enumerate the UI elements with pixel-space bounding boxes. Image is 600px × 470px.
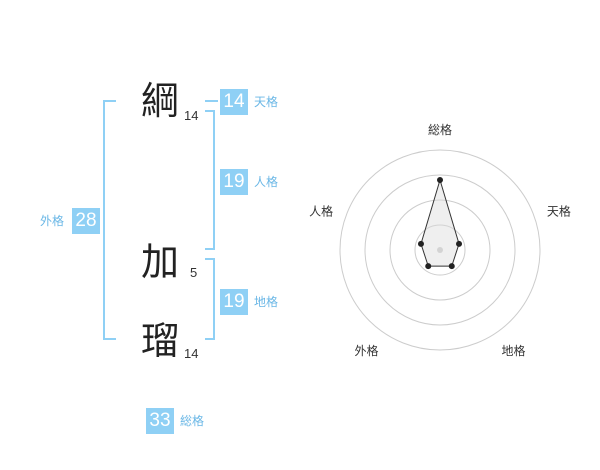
radar-ring-4 xyxy=(339,149,541,351)
radar-label-3: 地格 xyxy=(501,343,525,358)
radar-area xyxy=(420,178,460,267)
jinkaku-badge: 19 xyxy=(220,169,248,195)
radar-point-1 xyxy=(437,177,443,183)
tenkaku-badge: 14 xyxy=(220,89,248,115)
jinkaku-label: 人格 xyxy=(254,175,279,189)
chikaku-bracket xyxy=(205,258,215,340)
radar-label-2: 天格 xyxy=(547,203,571,218)
stroke-count-1: 14 xyxy=(184,108,199,123)
soukaku-badge: 33 xyxy=(146,408,174,434)
radar-ring-1 xyxy=(414,224,466,276)
radar-label-5: 人格 xyxy=(309,203,333,218)
radar-ring-2 xyxy=(389,199,491,301)
radar-label-4: 外格 xyxy=(355,343,379,358)
stroke-count-3: 14 xyxy=(184,346,199,361)
chikaku-label: 地格 xyxy=(254,295,279,309)
radar-point-3 xyxy=(448,263,455,270)
soukaku-label: 総格 xyxy=(180,414,205,428)
name-char-2: 加 xyxy=(141,240,180,284)
jinkaku-bracket xyxy=(205,110,215,250)
radar-point-2 xyxy=(456,240,463,247)
radar-point-5 xyxy=(417,240,424,247)
radar-ring-3 xyxy=(364,174,516,326)
radar-point-4 xyxy=(425,263,432,270)
radar-center xyxy=(437,247,443,253)
name-char-3: 瑠 xyxy=(141,319,180,363)
gaikaku-bracket xyxy=(103,100,116,340)
tenkaku-label: 天格 xyxy=(254,95,279,109)
gaikaku-label: 外格 xyxy=(40,214,65,228)
chikaku-badge: 19 xyxy=(220,289,248,315)
stroke-count-2: 5 xyxy=(190,265,198,280)
name-char-1: 綱 xyxy=(141,79,180,123)
gaikaku-badge: 28 xyxy=(72,208,100,234)
radar-label-1: 総格 xyxy=(428,122,452,137)
